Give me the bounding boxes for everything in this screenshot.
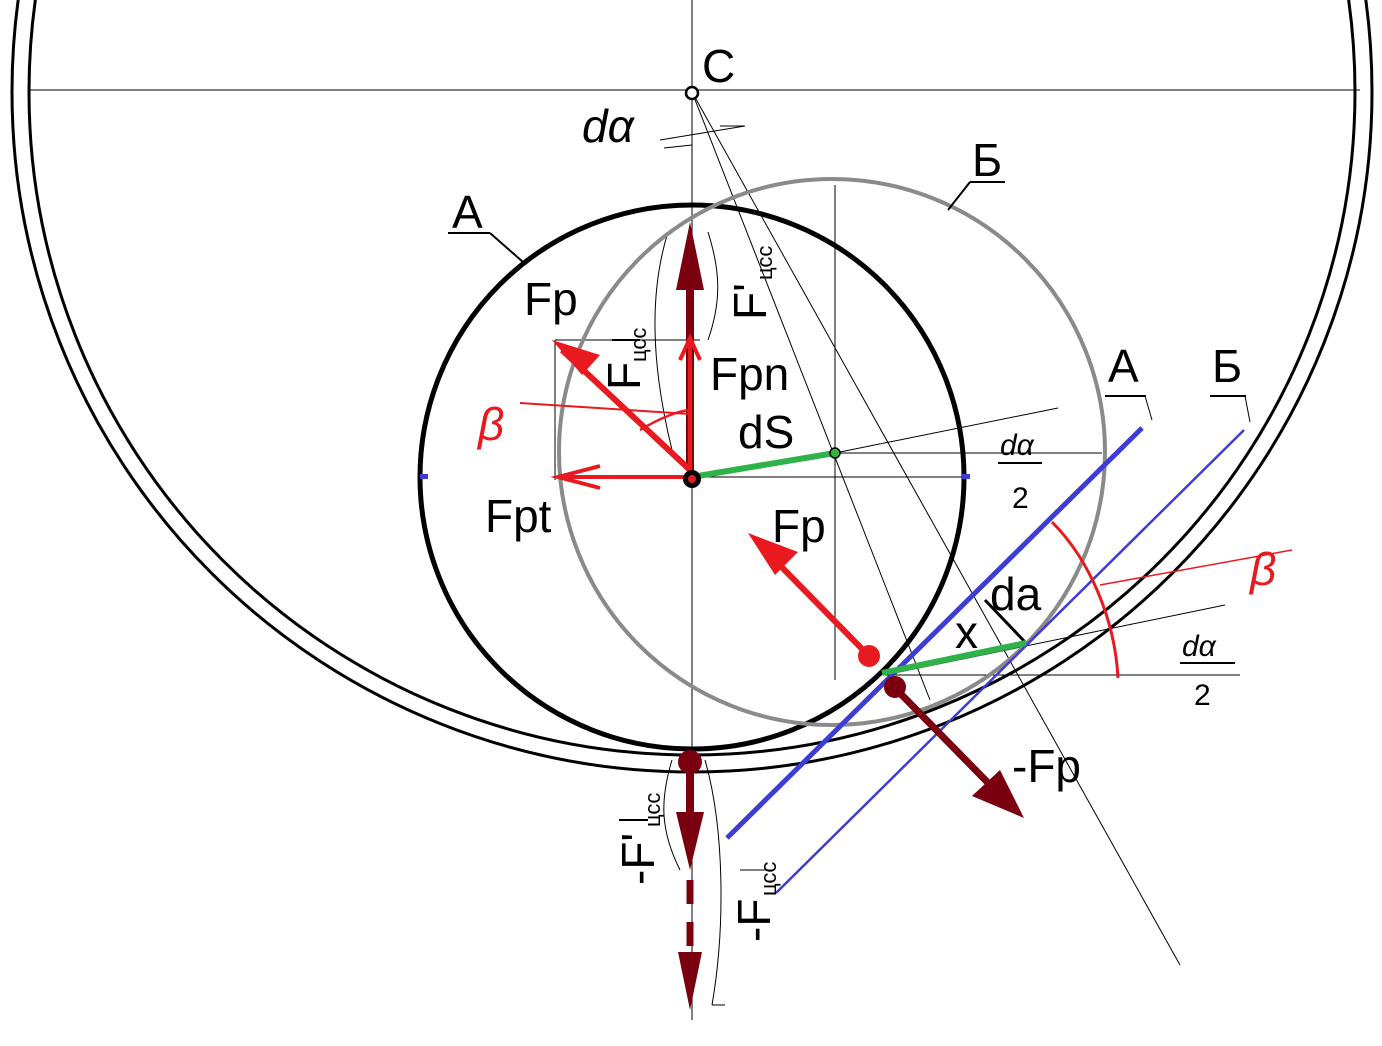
center-a-dot-inner: [688, 475, 696, 483]
marker-left: [420, 474, 428, 479]
label-minus-f-ccs: -F: [728, 899, 780, 942]
label-circle-b: Б: [972, 134, 1002, 186]
label-frac1-den: 2: [1012, 482, 1029, 515]
label-f-ccs-top-sub: цсс: [626, 328, 651, 362]
construction-lines: [30, 0, 1360, 1020]
label-x: x: [955, 606, 978, 658]
ds-vector: [691, 450, 836, 480]
label-frac1-num: dα: [1000, 429, 1035, 462]
label-fpt: Fpt: [485, 490, 552, 542]
label-fp-upper: Fp: [524, 273, 578, 325]
label-da: da: [990, 568, 1042, 620]
leader-circle-b-2: [947, 181, 971, 211]
label-fpn: Fpn: [710, 348, 789, 400]
leader-circle-a-2: [489, 232, 524, 263]
label-line-b: Б: [1212, 340, 1242, 392]
label-frac2-den: 2: [1194, 679, 1211, 712]
label-fp-center: Fp: [772, 500, 826, 552]
label-minus-fp: -Fp: [1012, 740, 1081, 792]
label-line-a: A: [1108, 340, 1139, 392]
circle-b: [557, 177, 1107, 727]
red-forces: [519, 333, 1293, 679]
label-minus-f-prime-ccs: -F': [612, 833, 664, 885]
center-b-dot: [829, 447, 841, 459]
label-circle-a: A: [452, 186, 483, 238]
x-vector: [881, 640, 1027, 676]
label-minus-f-prime-ccs-sub: цсс: [640, 793, 665, 827]
label-frac2-num: dα: [1182, 630, 1217, 663]
label-beta-right: β: [1248, 543, 1276, 595]
label-f-ccs-top: F: [598, 362, 650, 390]
label-beta-left: β: [476, 398, 504, 450]
label-minus-f-ccs-sub: цсс: [756, 862, 781, 896]
da-line: [983, 598, 1027, 644]
label-point-c: C: [702, 40, 735, 92]
label-f-prime-ccs-top-sub: цсс: [752, 246, 777, 280]
label-d-alpha-top: dα: [582, 100, 636, 152]
marker-right: [962, 474, 970, 479]
point-c-marker: [684, 85, 700, 101]
label-f-prime-ccs-top: F': [724, 283, 776, 320]
label-ds: dS: [738, 406, 794, 458]
line-a-blue: [725, 426, 1144, 840]
line-b-blue: [775, 429, 1245, 894]
